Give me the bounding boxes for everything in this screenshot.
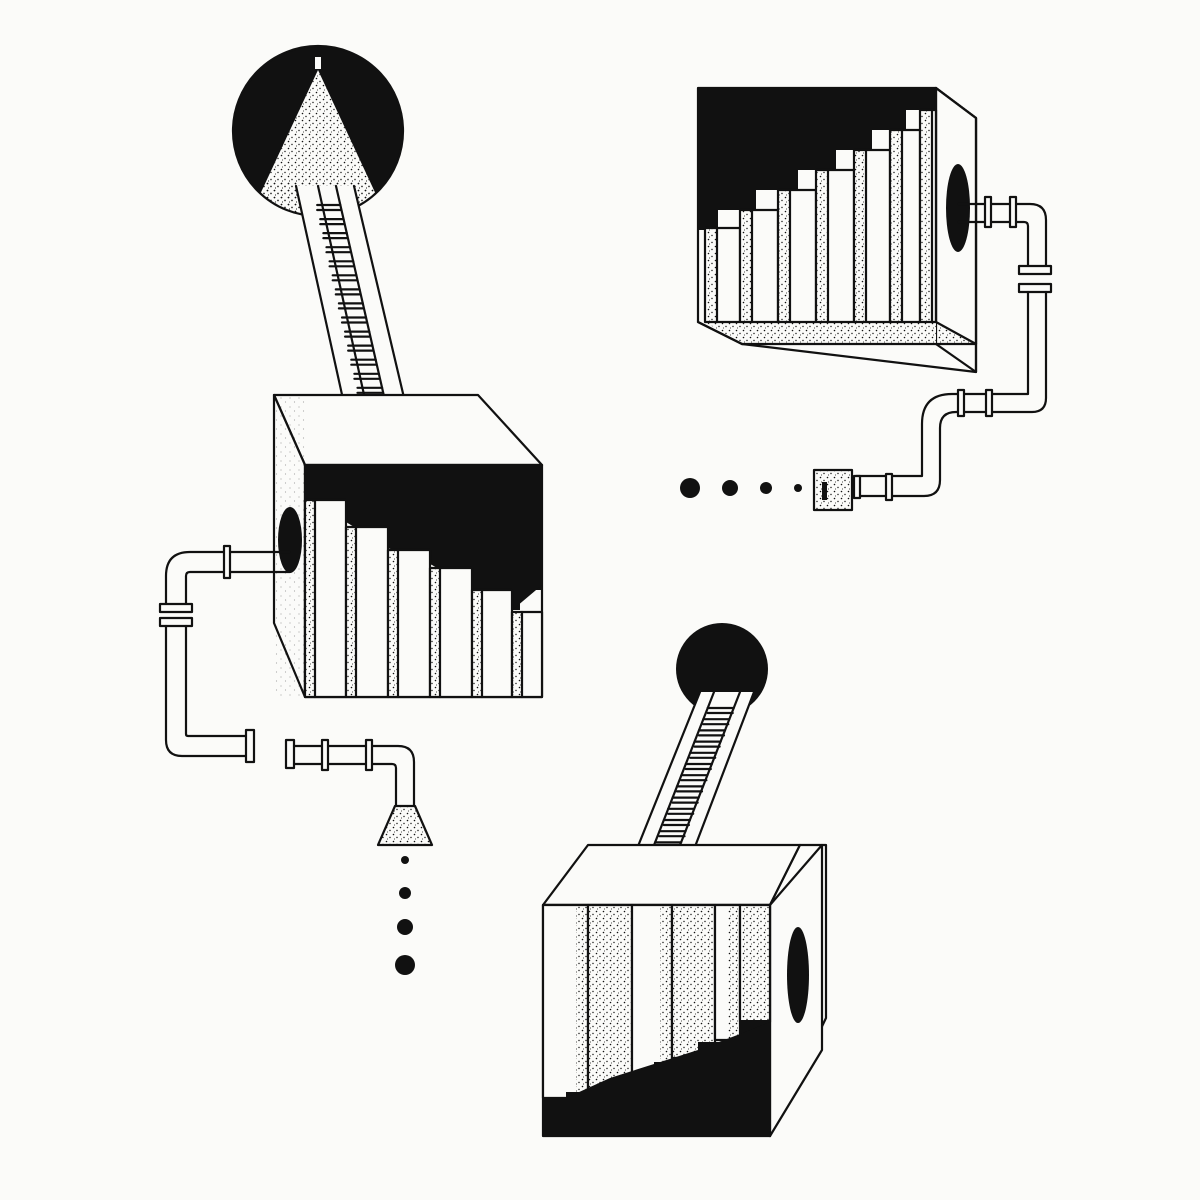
pipe-icon xyxy=(158,544,416,808)
box-icon xyxy=(541,843,828,1138)
box-icon xyxy=(696,86,978,374)
pipe-icon xyxy=(812,195,1053,512)
funnel-icon xyxy=(376,804,434,847)
dot-icon xyxy=(680,478,802,498)
ladder-icon xyxy=(294,184,416,442)
dot-icon xyxy=(395,856,415,975)
box-icon xyxy=(272,393,544,699)
